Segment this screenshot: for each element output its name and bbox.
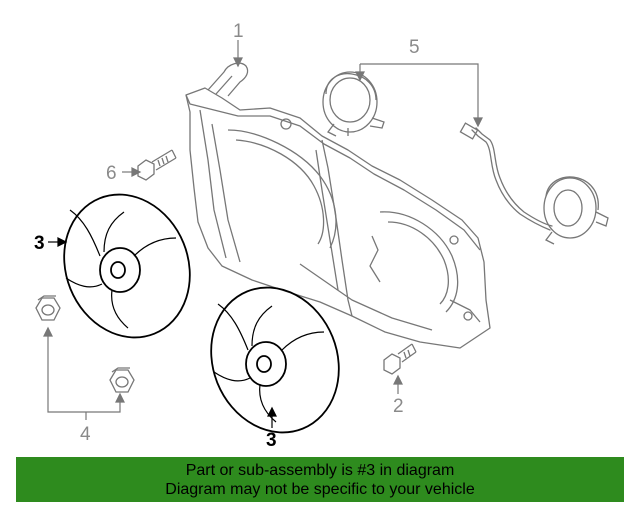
bolt-right	[383, 343, 417, 375]
callout-4: 4	[80, 424, 91, 445]
leader-lines	[43, 40, 483, 428]
banner-line-1: Part or sub-assembly is #3 in diagram	[185, 461, 455, 479]
fan-motor-right	[543, 176, 609, 245]
callout-3-left: 3	[34, 233, 45, 254]
bolt-left	[137, 149, 177, 181]
fan-shroud	[185, 62, 491, 349]
callout-3-right: 3	[266, 430, 277, 451]
banner-line-2: Diagram may not be specific to your vehi…	[165, 480, 475, 498]
callout-5: 5	[409, 37, 420, 58]
fan-blade-left	[63, 193, 191, 339]
fan-blade-right	[210, 286, 340, 434]
nut-top	[35, 295, 61, 321]
callout-6: 6	[106, 163, 117, 184]
parts-diagram: 1 5 6 3 2 4 3	[34, 21, 609, 451]
fan-motor-upper	[322, 71, 385, 137]
wire-harness	[459, 122, 553, 231]
callout-2: 2	[393, 396, 404, 417]
nut-bottom	[109, 367, 135, 393]
callout-1: 1	[233, 21, 244, 42]
info-banner: Part or sub-assembly is #3 in diagram Di…	[16, 457, 624, 502]
